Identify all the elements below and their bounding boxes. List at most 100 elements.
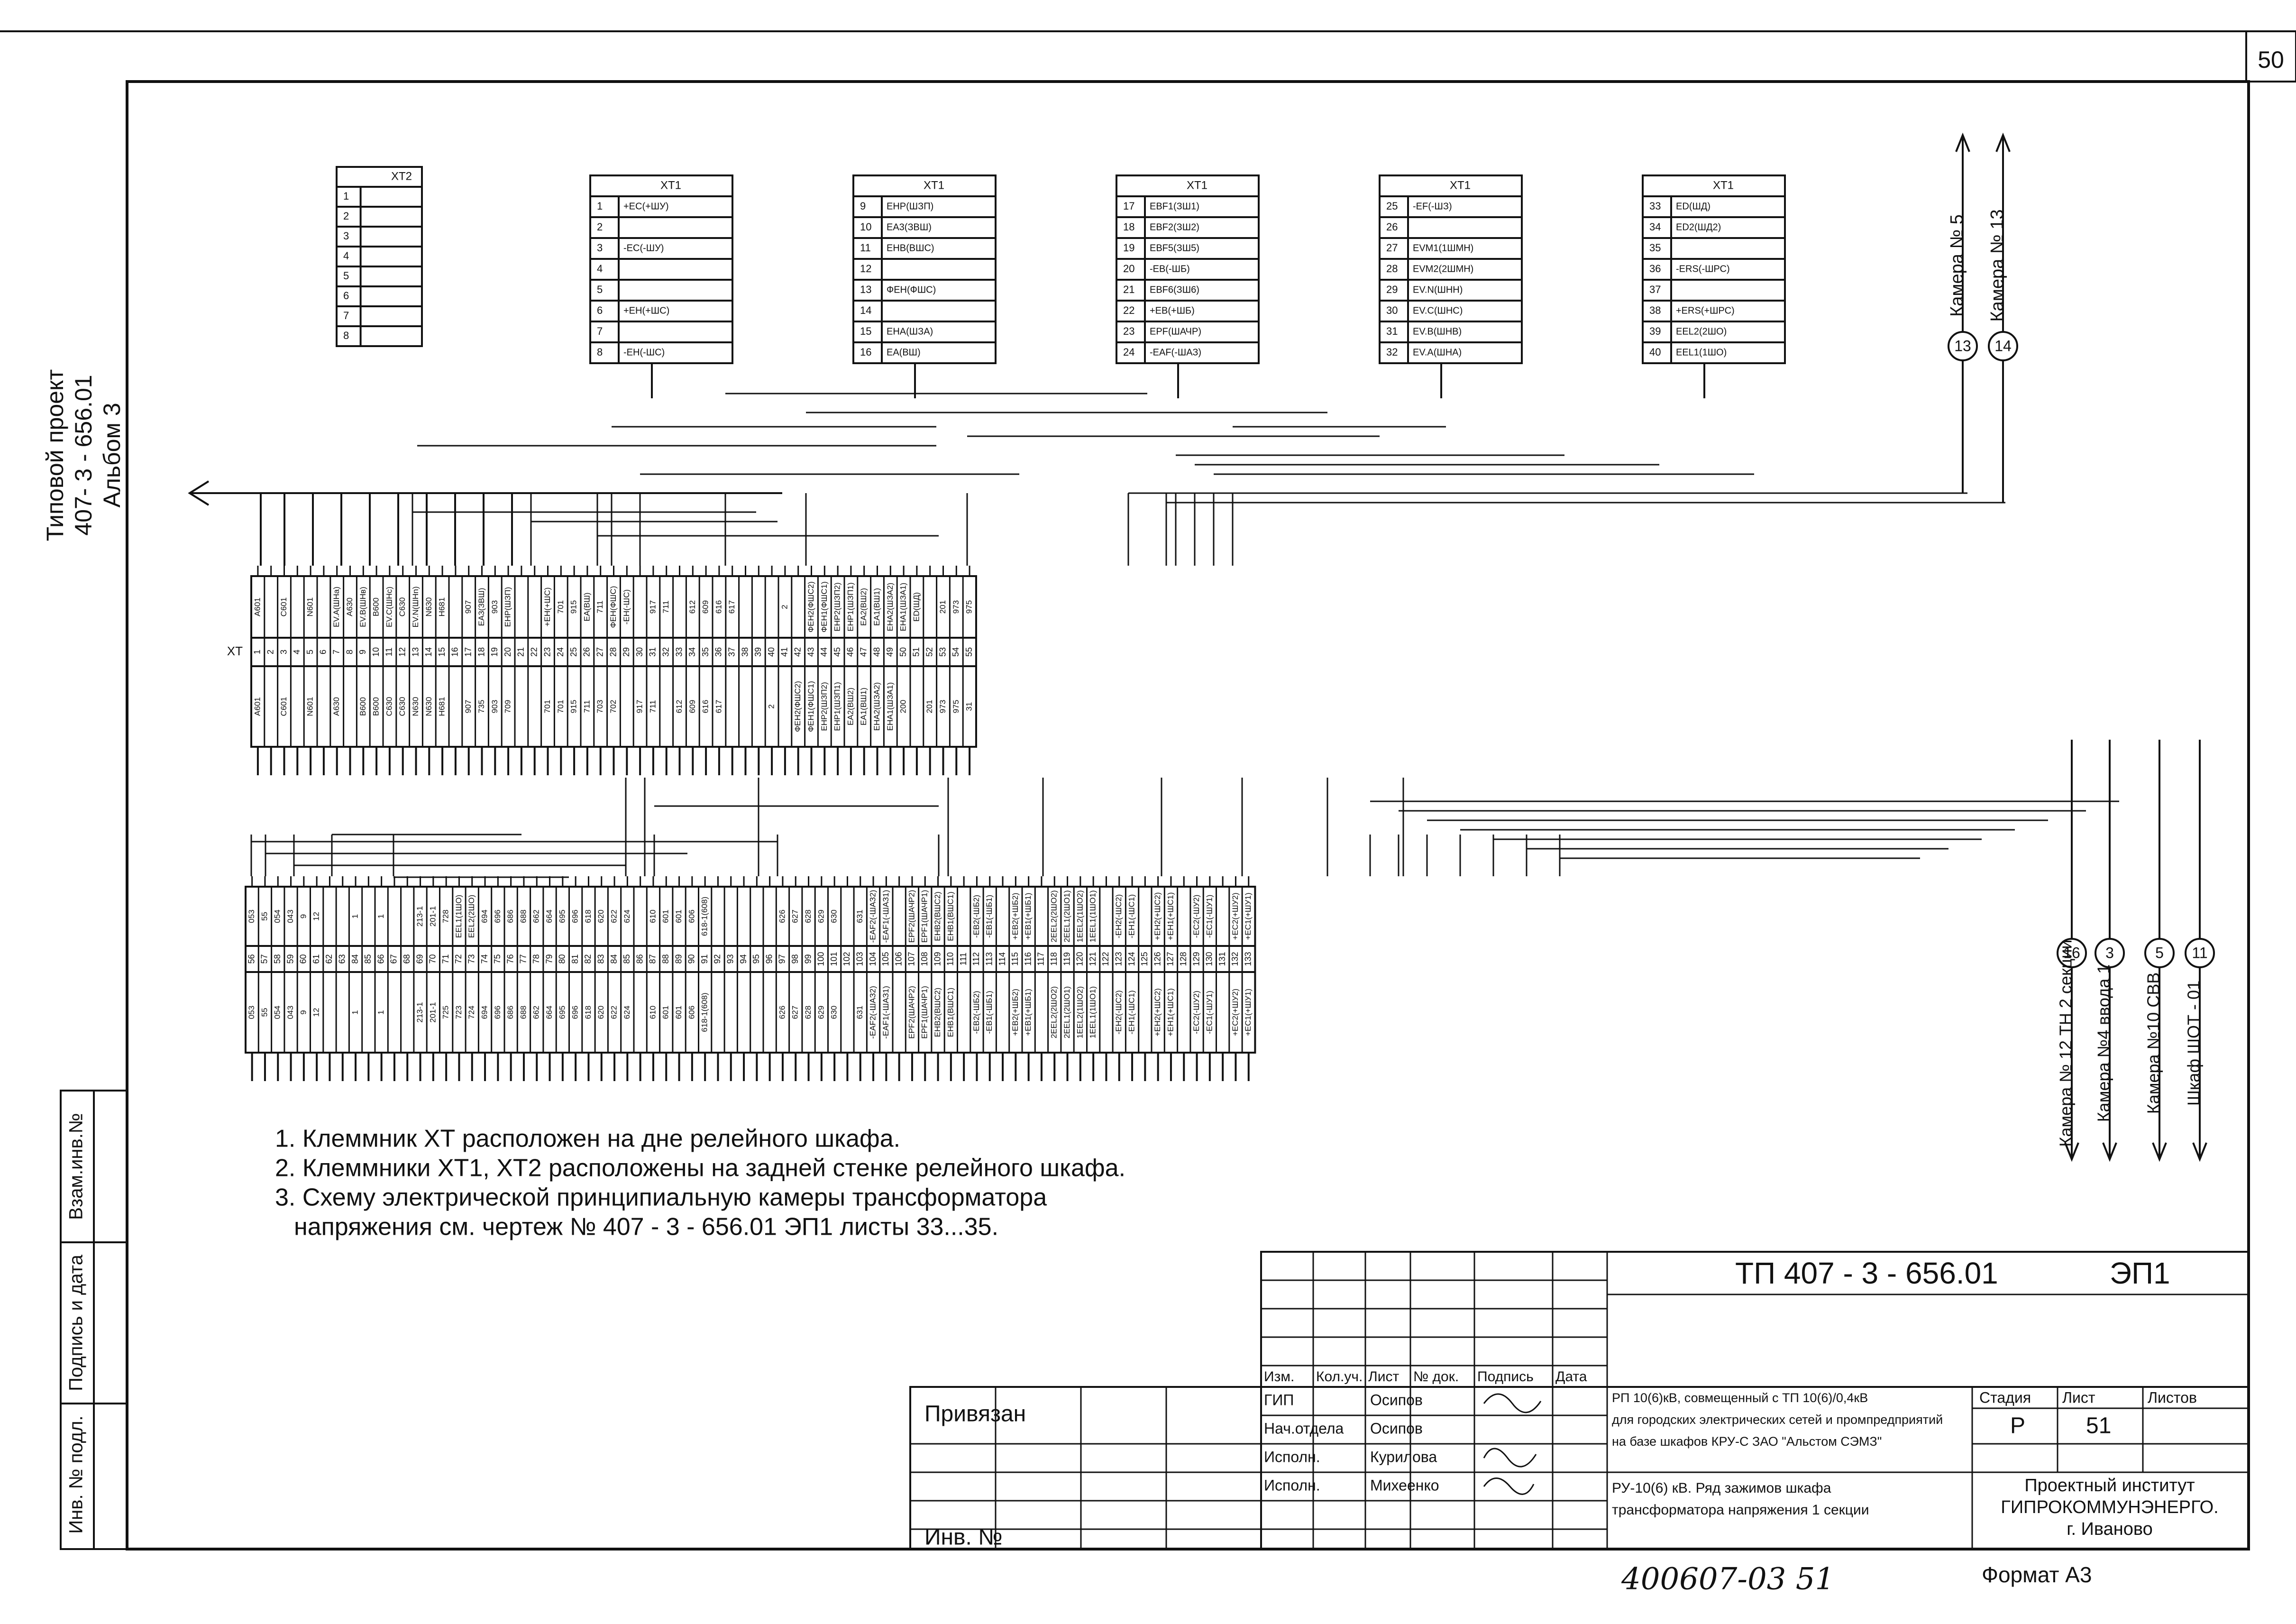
xt1-row-num: 11	[860, 242, 871, 254]
terminal-number: 8	[345, 650, 354, 654]
title-block-lower	[909, 1386, 2250, 1550]
terminal-number: 28	[608, 647, 618, 657]
terminal-number: 128	[1179, 952, 1188, 966]
inventory-label: Инв. №	[924, 1525, 1003, 1550]
drawing-frame	[126, 80, 2250, 1551]
xt2-row-num: 2	[343, 210, 349, 222]
bottom-camera-number: 3	[2105, 944, 2114, 961]
terminal-number: 54	[951, 647, 960, 657]
terminal-top-label: 624	[622, 909, 631, 923]
terminal-number: 78	[531, 954, 541, 963]
terminal-number: 67	[389, 954, 399, 963]
terminal-number: 31	[648, 647, 658, 657]
xt1-row-signal: -EH(-ШС)	[623, 347, 665, 358]
xt1-row-signal: EV.A(ШНА)	[1413, 347, 1462, 358]
terminal-bottom-label: 626	[778, 1006, 787, 1019]
arrow-down-icon	[2152, 1142, 2167, 1162]
terminal-number: 72	[454, 954, 463, 963]
rev-header: Подпись	[1477, 1369, 1534, 1385]
terminal-bottom-label: 907	[464, 700, 473, 713]
rev-header: Дата	[1555, 1369, 1587, 1385]
terminal-bottom-label: 618-1(608)	[700, 992, 709, 1032]
terminal-top-label: 696	[493, 909, 502, 923]
terminal-top-label: 606	[687, 909, 696, 923]
terminal-number: 82	[583, 954, 593, 963]
terminal-bottom-label: 2EEL1(2ШО1)	[1062, 986, 1071, 1038]
terminal-number: 130	[1205, 952, 1214, 966]
terminal-bottom-label: 662	[532, 1006, 541, 1019]
terminal-top-label: 711	[595, 600, 604, 613]
terminal-number: 61	[311, 954, 321, 963]
terminal-number: 88	[661, 954, 670, 963]
terminal-number: 39	[753, 647, 763, 657]
xt1-row-num: 29	[1386, 284, 1398, 295]
xt1-row-signal: ФEH(ФШС)	[887, 284, 936, 295]
rev-header: № док.	[1413, 1369, 1459, 1385]
sheet-title: трансформатора напряжения 1 секции	[1612, 1502, 1869, 1518]
xt1-row-signal: -EAF(-ШАЗ)	[1150, 347, 1201, 358]
xt1-row-signal: EV.B(ШНВ)	[1413, 326, 1462, 337]
xt2-row-num: 7	[343, 310, 349, 321]
terminal-top-label: 662	[532, 909, 541, 923]
terminal-top-label: 627	[791, 909, 800, 923]
terminal-top-label: 620	[596, 909, 605, 923]
side-label-inventory: Инв. № подл.	[66, 1415, 87, 1533]
xt1-row-signal: EV.C(ШНС)	[1413, 305, 1463, 316]
terminal-top-label: 915	[569, 600, 578, 614]
terminal-number: 101	[829, 952, 839, 966]
terminal-bottom-label: N601	[306, 697, 315, 716]
terminal-bottom-label: 201	[925, 700, 934, 713]
terminal-top-label: 686	[506, 909, 515, 923]
xt1-row-signal: +EC(+ШУ)	[623, 201, 669, 211]
terminal-number: 60	[299, 954, 308, 963]
terminal-bottom-label: 629	[816, 1006, 825, 1019]
terminal-number: 93	[726, 954, 735, 963]
terminal-number: 132	[1230, 952, 1240, 966]
terminal-bottom-label: В600	[372, 697, 381, 716]
terminal-bottom-label: EHP1(ШЗП1)	[833, 682, 842, 731]
terminal-bottom-label: 624	[622, 1006, 631, 1019]
terminal-number: 111	[959, 953, 968, 965]
rev-header: Изм.	[1264, 1369, 1294, 1385]
terminal-number: 42	[793, 647, 802, 657]
terminal-top-label: А630	[345, 597, 354, 616]
terminal-number: 17	[463, 647, 473, 657]
terminal-bottom-label: +EB2(+ШБ2)	[1011, 989, 1020, 1036]
terminal-top-label: -EB2(-ШБ2)	[972, 895, 981, 938]
xt1-row-signal: -ERS(-ШРС)	[1676, 264, 1730, 274]
terminal-bottom-label: EA2(ВШ2)	[846, 688, 855, 725]
xt1-row-num: 25	[1386, 200, 1398, 212]
terminal-bottom-label: 711	[582, 700, 591, 713]
xt1-row-num: 4	[597, 263, 603, 275]
terminal-bottom-label: 664	[545, 1006, 554, 1019]
terminal-number: 37	[727, 647, 736, 657]
person-name: Курилова	[1370, 1448, 1437, 1465]
terminal-number: 100	[816, 952, 826, 966]
terminal-top-label: 616	[714, 600, 723, 614]
terminal-number: 12	[397, 647, 407, 657]
note-line: напряжения см. чертеж № 407 - 3 - 656.01…	[294, 1213, 998, 1241]
terminal-top-label: EPF2(ШАЧР2)	[907, 890, 916, 943]
terminal-bottom-label: 975	[951, 700, 960, 713]
terminal-top-label: EHP2(ШЗП2)	[833, 582, 842, 631]
xt1-row-signal: EVM2(2ШМН)	[1413, 264, 1473, 274]
terminal-top-label: EHB1(ВШС1)	[946, 891, 955, 941]
terminal-number: 122	[1101, 952, 1110, 966]
terminal-bottom-label: +EC2(+ШУ2)	[1231, 989, 1240, 1036]
terminal-number: 116	[1023, 952, 1033, 966]
terminal-bottom-label: +EH1(+ШС1)	[1166, 988, 1175, 1037]
terminal-bottom-label: 701	[543, 700, 552, 713]
xt1-row-signal: EBF1(ЗШ1)	[1150, 201, 1199, 211]
handwritten-number: 400607-03 51	[1621, 1562, 1834, 1597]
terminal-top-label: 664	[545, 909, 554, 923]
terminal-top-label: 55	[260, 912, 269, 921]
terminal-top-label: N630	[424, 597, 433, 617]
terminal-bottom-label: 723	[454, 1006, 463, 1019]
terminal-bottom-label: 201-1	[428, 1002, 437, 1022]
terminal-number: 76	[505, 954, 515, 963]
terminal-bottom-label: N630	[424, 697, 433, 716]
terminal-number: 106	[894, 952, 903, 966]
terminal-number: 81	[570, 954, 580, 963]
terminal-number: 94	[739, 954, 748, 963]
organization: Проектный институт	[2024, 1476, 2195, 1496]
